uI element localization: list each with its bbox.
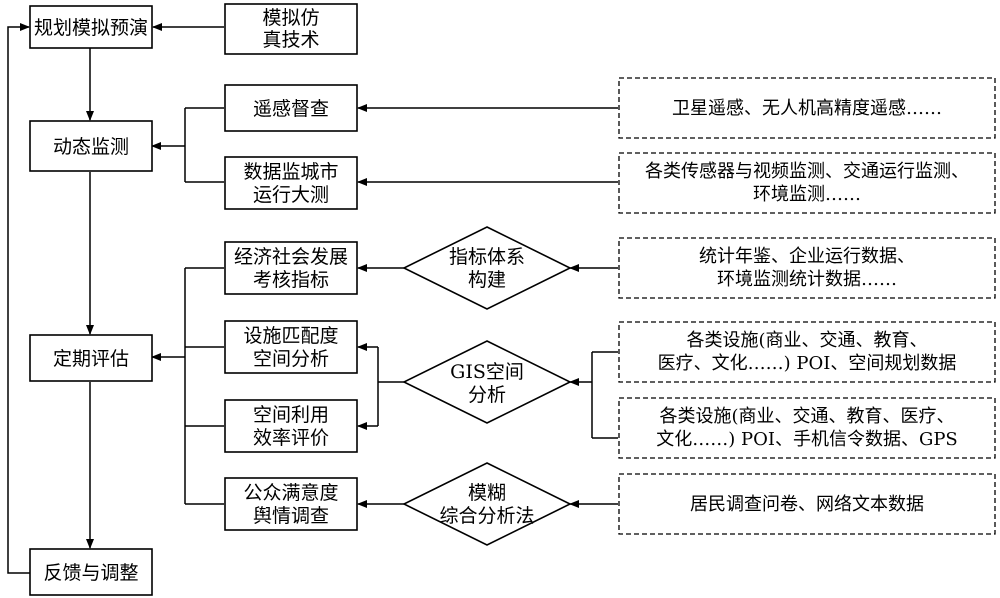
node-kongjian: 空间利用 效率评价 xyxy=(224,399,358,453)
node-shuju: 数据监城市 运行大测 xyxy=(224,156,358,210)
source-sheshi1-line1: 各类设施(商业、交通、教育、 xyxy=(686,330,927,351)
node-kongjian-line2: 效率评价 xyxy=(253,427,329,449)
method-gis-line1: GIS空间 xyxy=(450,361,524,383)
node-gongzhong-line2: 舆情调查 xyxy=(253,505,329,527)
method-gis: GIS空间 分析 xyxy=(402,340,572,424)
node-kongjian-line1: 空间利用 xyxy=(253,404,329,426)
method-gis-line2: 分析 xyxy=(468,384,506,406)
node-moni-line1: 模拟仿 xyxy=(262,7,319,29)
node-gongzhong-line1: 公众满意度 xyxy=(243,482,338,504)
source-sheshi1-line2: 医疗、文化……) POI、空间规划数据 xyxy=(658,353,957,374)
node-sheshi-line1: 设施匹配度 xyxy=(243,325,338,347)
node-gongzhong: 公众满意度 舆情调查 xyxy=(224,477,358,531)
node-dingqi-text: 定期评估 xyxy=(53,348,129,370)
node-moni: 模拟仿 真技术 xyxy=(224,3,358,55)
source-sheshi1: 各类设施(商业、交通、教育、 医疗、文化……) POI、空间规划数据 xyxy=(618,321,996,383)
method-zhibiao-line1: 指标体系 xyxy=(449,246,525,268)
node-sheshi: 设施匹配度 空间分析 xyxy=(224,320,358,374)
node-guihua-text: 规划模拟预演 xyxy=(34,17,148,39)
source-jumin: 居民调查问卷、网络文本数据 xyxy=(618,473,996,535)
source-weixing-text: 卫星遥感、无人机高精度遥感…… xyxy=(672,98,942,119)
source-weixing: 卫星遥感、无人机高精度遥感…… xyxy=(618,77,996,139)
source-sheshi2-line2: 文化……) POI、手机信令数据、GPS xyxy=(656,429,958,450)
method-zhibiao-line2: 构建 xyxy=(468,269,506,291)
node-yaogan-text: 遥感督查 xyxy=(253,98,329,120)
node-jingji-line1: 经济社会发展 xyxy=(234,246,348,268)
node-shuju-line1: 数据监城市 xyxy=(243,161,338,183)
source-tongji: 统计年鉴、企业运行数据、 环境监测统计数据…… xyxy=(618,237,996,299)
node-dongtai: 动态监测 xyxy=(29,120,153,172)
method-mohu: 模糊 综合分析法 xyxy=(402,462,572,546)
node-fankui: 反馈与调整 xyxy=(29,548,153,596)
source-tongji-line2: 环境监测统计数据…… xyxy=(717,269,897,290)
method-zhibiao: 指标体系 构建 xyxy=(402,226,572,310)
source-chuanganqi-line2: 环境监测…… xyxy=(753,184,861,205)
node-dongtai-text: 动态监测 xyxy=(53,136,129,158)
node-moni-line2: 真技术 xyxy=(262,29,319,51)
node-yaogan: 遥感督查 xyxy=(224,84,358,132)
source-tongji-line1: 统计年鉴、企业运行数据、 xyxy=(699,246,915,267)
source-chuanganqi-line1: 各类传感器与视频监测、交通运行监测、 xyxy=(645,161,969,182)
node-sheshi-line2: 空间分析 xyxy=(253,348,329,370)
node-shuju-line2: 运行大测 xyxy=(253,184,329,206)
source-sheshi2: 各类设施(商业、交通、教育、医疗、 文化……) POI、手机信令数据、GPS xyxy=(618,397,996,459)
node-fankui-text: 反馈与调整 xyxy=(43,562,138,584)
source-jumin-text: 居民调查问卷、网络文本数据 xyxy=(690,494,924,515)
node-guihua: 规划模拟预演 xyxy=(29,5,153,49)
node-jingji-line2: 考核指标 xyxy=(253,269,329,291)
method-mohu-line1: 模糊 xyxy=(468,482,506,504)
source-sheshi2-line1: 各类设施(商业、交通、教育、医疗、 xyxy=(659,406,954,427)
source-chuanganqi: 各类传感器与视频监测、交通运行监测、 环境监测…… xyxy=(618,152,996,214)
method-mohu-line2: 综合分析法 xyxy=(439,505,534,527)
node-dingqi: 定期评估 xyxy=(29,334,153,382)
connectors xyxy=(7,23,618,574)
node-jingji: 经济社会发展 考核指标 xyxy=(224,241,358,295)
